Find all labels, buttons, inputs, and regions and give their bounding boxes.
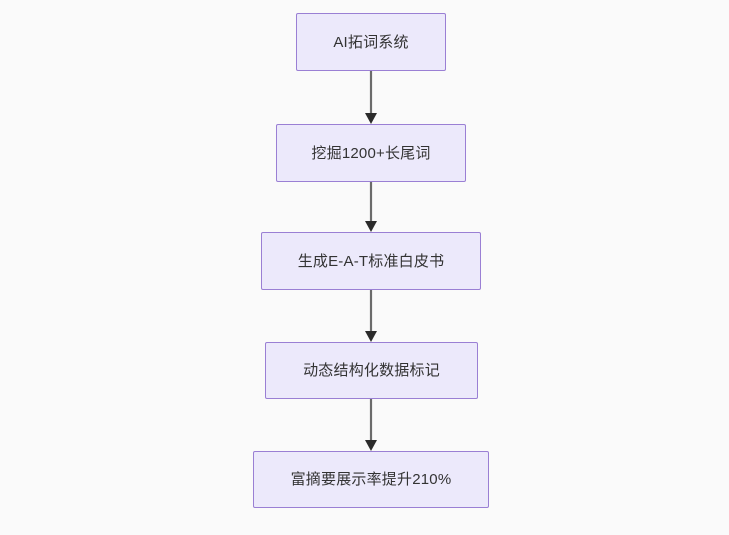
node-label: 动态结构化数据标记	[303, 362, 440, 379]
flowchart-node-dynamic-structured-data-markup[interactable]: 动态结构化数据标记	[265, 342, 478, 399]
flowchart-node-mine-longtail-keywords[interactable]: 挖掘1200+长尾词	[276, 124, 466, 182]
arrowhead-icon	[365, 221, 377, 232]
flowchart-node-rich-snippet-rate-increase[interactable]: 富摘要展示率提升210%	[253, 451, 489, 508]
arrowhead-icon	[365, 440, 377, 451]
node-label: AI拓词系统	[333, 33, 409, 51]
edge-node1-node2	[365, 71, 377, 124]
flowchart-node-generate-eat-whitepaper[interactable]: 生成E-A-T标准白皮书	[261, 232, 481, 290]
arrowhead-icon	[365, 331, 377, 342]
edge-node3-node4	[365, 290, 377, 342]
flowchart-node-ai-keyword-system[interactable]: AI拓词系统	[296, 13, 446, 71]
node-label: 生成E-A-T标准白皮书	[297, 252, 445, 270]
node-label: 挖掘1200+长尾词	[311, 144, 431, 162]
node-label: 富摘要展示率提升210%	[290, 471, 452, 488]
edge-node2-node3	[365, 182, 377, 232]
edge-node4-node5	[365, 399, 377, 451]
arrowhead-icon	[365, 113, 377, 124]
